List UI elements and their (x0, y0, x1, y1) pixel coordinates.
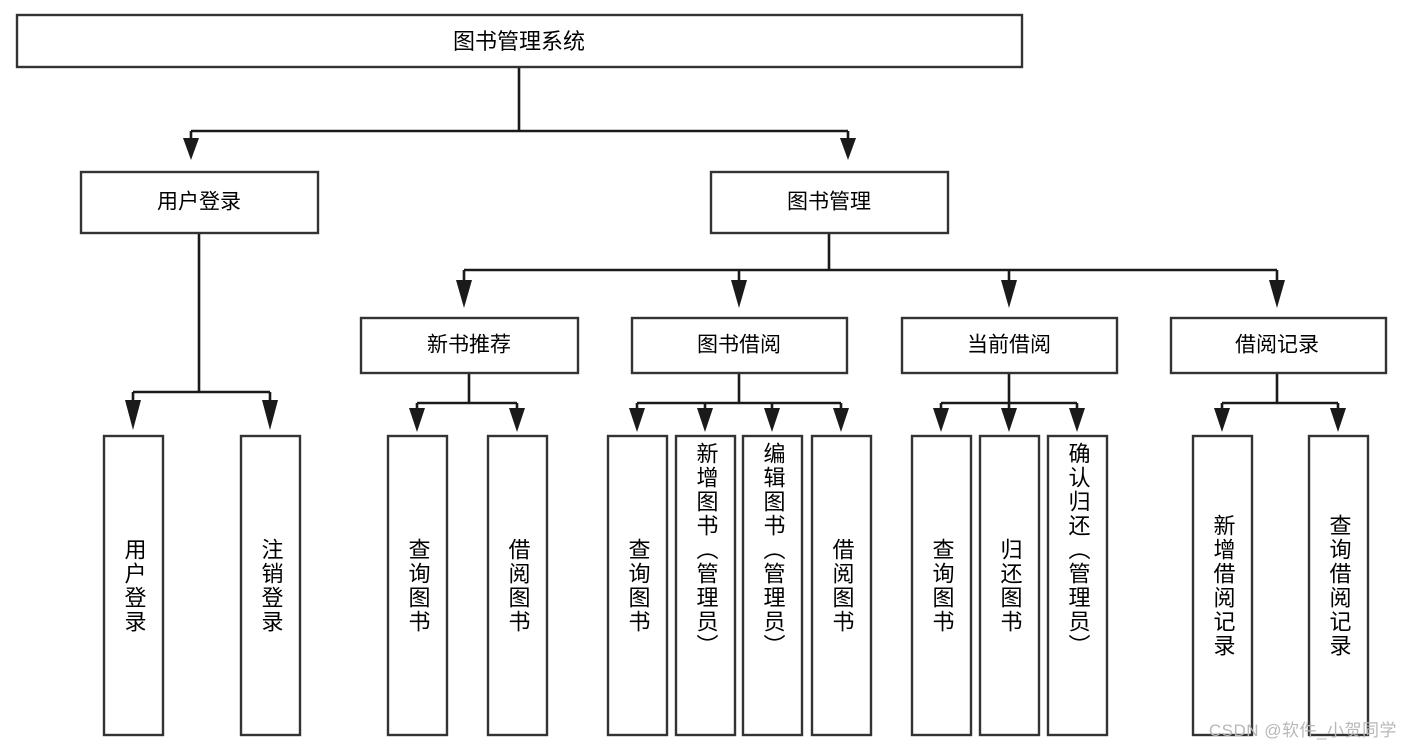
arrow-head-leaf-add-record (1214, 408, 1230, 432)
arrow-head-leaf-edit-book (764, 408, 780, 432)
arrow-head-leaf-confirm-return (1069, 408, 1085, 432)
arrow-head-leaf-borrow-book-2 (833, 408, 849, 432)
arrow-head-leaf-logout (262, 400, 278, 430)
node-book-borrow[interactable] (630, 316, 849, 375)
leaf-box-edit-book[interactable] (741, 434, 804, 737)
node-borrow-record-label: 借阅记录 (1235, 334, 1319, 357)
node-book-management[interactable] (709, 170, 950, 235)
node-new-book-recommend[interactable] (359, 316, 580, 375)
arrow-head-leaf-add-book (697, 408, 713, 432)
leaf-box-borrow-book-1[interactable] (486, 434, 549, 737)
node-current-borrow-label: 当前借阅 (967, 334, 1051, 357)
connector-layer (125, 67, 1346, 432)
leaf-box-query-book-2[interactable] (606, 434, 669, 737)
leaf-box-borrow-book-2[interactable] (810, 434, 873, 737)
arrow-head-current-borrow (1001, 280, 1017, 308)
node-book-borrow-label: 图书借阅 (697, 334, 781, 357)
arrow-head-leaf-query-book-2 (629, 408, 645, 432)
arrow-head-leaf-user-login (125, 400, 141, 430)
arrow-head-leaf-query-book-3 (933, 408, 949, 432)
leaf-box-logout[interactable] (239, 434, 302, 737)
arrow-head-book-mgmt (840, 138, 856, 160)
node-borrow-record[interactable] (1169, 316, 1388, 375)
arrow-head-borrow-record (1269, 280, 1285, 308)
node-root-book-management-system[interactable] (15, 13, 1024, 69)
arrow-head-leaf-borrow-book-1 (509, 408, 525, 432)
node-root-label: 图书管理系统 (453, 29, 585, 54)
node-user-login-label: 用户登录 (157, 191, 241, 214)
arrow-head-leaf-query-book-1 (409, 408, 425, 432)
arrow-head-user-login (183, 138, 199, 160)
node-current-borrow[interactable] (900, 316, 1119, 375)
arrow-head-leaf-return-book (1001, 408, 1017, 432)
node-new-book-recommend-label: 新书推荐 (427, 334, 511, 357)
leaf-box-user-login[interactable] (102, 434, 165, 737)
node-book-management-label: 图书管理 (787, 191, 871, 214)
leaf-box-query-borrow-record[interactable] (1307, 434, 1370, 737)
arrow-head-book-borrow (731, 280, 747, 308)
node-user-login[interactable] (79, 170, 320, 235)
leaf-box-query-book-1[interactable] (386, 434, 449, 737)
leaf-box-add-book[interactable] (674, 434, 737, 737)
leaf-box-return-book[interactable] (978, 434, 1041, 737)
watermark-text: CSDN @软件_小贺同学 (1208, 721, 1397, 740)
leaf-box-add-borrow-record[interactable] (1191, 434, 1254, 737)
arrow-head-new-book-rec (456, 280, 472, 308)
leaf-box-confirm-return[interactable] (1046, 434, 1109, 737)
arrow-head-leaf-query-record (1330, 408, 1346, 432)
node-layer: 图书管理系统 用户登录 图书管理 新书推荐 图书借阅 当前借阅 借阅记录 (15, 13, 1388, 737)
leaf-box-query-book-3[interactable] (910, 434, 973, 737)
